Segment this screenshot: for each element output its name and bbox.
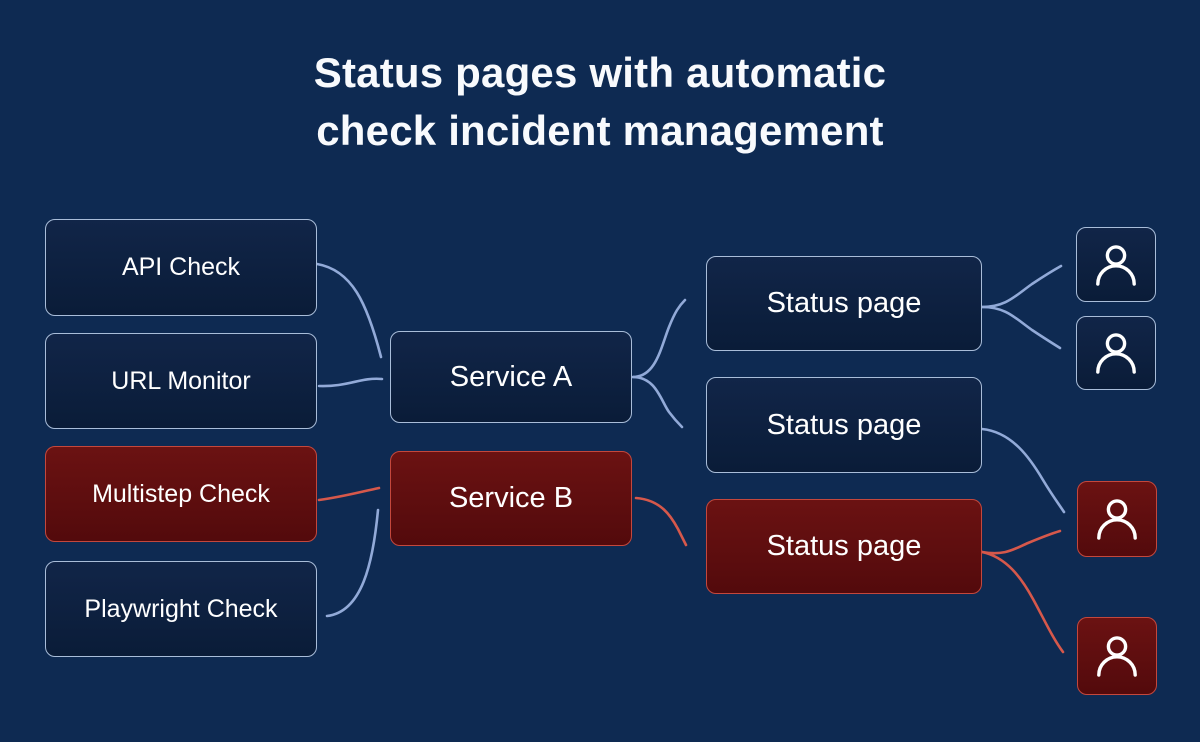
node-api-check-label: API Check — [121, 253, 241, 281]
node-subscriber-2 — [1076, 316, 1156, 390]
node-multistep-check: Multistep Check — [45, 446, 317, 542]
node-status-page-3: Status page — [706, 499, 982, 594]
node-api-check: API Check — [45, 219, 317, 316]
node-subscriber-3 — [1077, 481, 1157, 557]
node-service-b: Service B — [390, 451, 632, 546]
arrow-status-page-1-to-subscriber-2 — [980, 305, 1062, 350]
arrow-api-check-to-service-a — [315, 262, 383, 359]
arrow-service-a-to-status-page-1 — [631, 298, 687, 379]
diagram-title: Status pages with automatic check incide… — [0, 44, 1200, 160]
user-icon — [1096, 333, 1136, 374]
node-status-page-2: Status page — [706, 377, 982, 473]
node-status-page-3-label: Status page — [766, 530, 922, 562]
node-service-a-label: Service A — [449, 360, 573, 393]
arrow-multistep-check-to-service-b — [317, 486, 381, 502]
user-icon — [1096, 244, 1136, 286]
node-service-b-label: Service B — [448, 482, 574, 514]
arrow-url-monitor-to-service-a — [317, 377, 384, 388]
node-service-a: Service A — [390, 331, 632, 423]
node-status-page-2-label: Status page — [766, 408, 922, 441]
node-url-monitor-label: URL Monitor — [111, 366, 251, 395]
user-icon — [1097, 636, 1137, 677]
node-playwright-check: Playwright Check — [45, 561, 317, 657]
user-icon — [1097, 499, 1137, 540]
arrow-status-page-1-to-subscriber-1 — [980, 264, 1063, 309]
node-subscriber-4 — [1077, 617, 1157, 695]
arrow-status-page-3-to-subscriber-4 — [980, 550, 1065, 654]
node-status-page-1-label: Status page — [766, 287, 922, 319]
node-multistep-check-label: Multistep Check — [92, 479, 270, 508]
title-line-1: Status pages with automatic — [313, 49, 887, 96]
title-line-2: check incident management — [316, 107, 884, 154]
arrow-status-page-3-to-subscriber-3 — [980, 529, 1062, 555]
node-url-monitor: URL Monitor — [45, 333, 317, 429]
node-playwright-check-label: Playwright Check — [84, 594, 278, 623]
arrow-service-a-to-status-page-2 — [631, 375, 684, 429]
arrow-service-b-to-status-page-3 — [634, 496, 688, 547]
node-subscriber-1 — [1076, 227, 1156, 302]
node-status-page-1: Status page — [706, 256, 982, 351]
arrow-status-page-2-to-subscriber-3 — [980, 427, 1066, 514]
arrow-playwright-check-to-service-b — [325, 508, 380, 618]
